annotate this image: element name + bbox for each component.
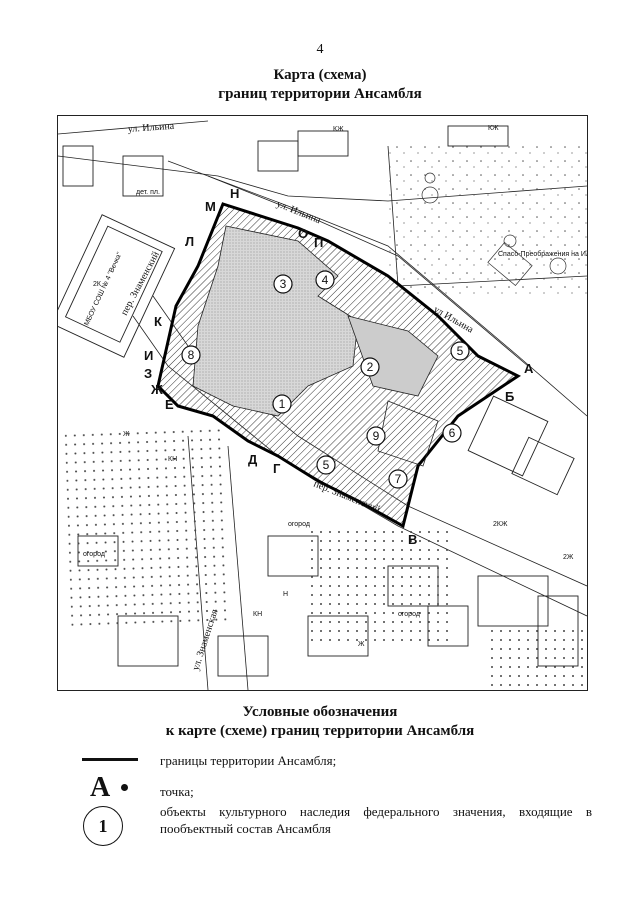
garden-label-1: огород [83, 551, 105, 558]
object-marker-3[interactable]: 3 [273, 274, 293, 294]
title-line-1: Карта (схема) [273, 67, 367, 83]
park-trees [421, 172, 567, 287]
object-number-1: 1 [279, 397, 286, 411]
legend-point-text: точка; [160, 784, 194, 799]
two-zh-label: 2Ж [563, 554, 574, 561]
point-e[interactable]: Е [165, 397, 174, 412]
object-marker-9[interactable]: 9 [366, 426, 386, 446]
kzh-label-1: КЖ [488, 125, 499, 132]
two-kzh-label: 2КЖ [493, 521, 508, 528]
point-v[interactable]: В [408, 532, 417, 547]
school-label: МБОУ СОШ № 4 "Вечка" [83, 251, 123, 327]
legend-object-symbol: 1 [83, 806, 123, 846]
legend-boundary-text: границы территории Ансамбля; [160, 753, 337, 768]
object-marker-6[interactable]: 6 [442, 423, 462, 443]
street-label-ilinsky-left: ул. Ильина [127, 121, 175, 135]
point-p[interactable]: П [314, 235, 323, 250]
object-marker-8[interactable]: 8 [181, 345, 201, 365]
garden-label-2: огород [288, 521, 310, 528]
legend-point-symbol: А [90, 772, 111, 803]
legend-title-line-1: Условные обозначения [242, 704, 398, 720]
object-marker-5a[interactable]: 5 [450, 341, 470, 361]
object-marker-5b[interactable]: 5 [316, 455, 336, 475]
object-number-5b: 5 [323, 458, 330, 472]
kn-label-2: КН [253, 611, 262, 618]
two-k-label: 2К [93, 281, 102, 288]
ensemble-buildings [192, 225, 359, 417]
object-marker-4[interactable]: 4 [315, 270, 335, 290]
street-label-znamensky-lane-left: пер. Знаменский [119, 249, 162, 317]
legend-title-line-2: к карте (схеме) границ территории Ансамб… [165, 723, 475, 739]
object-number-4: 4 [322, 273, 329, 287]
garden-area-1 [64, 423, 232, 629]
point-g[interactable]: Г [273, 461, 281, 476]
zh-label-1: Ж [123, 431, 130, 438]
point-b[interactable]: Б [505, 389, 514, 404]
title-line-2: границ территории Ансамбля [218, 86, 422, 102]
point-m[interactable]: М [205, 199, 216, 214]
point-i[interactable]: И [144, 348, 153, 363]
point-o[interactable]: О [298, 226, 308, 241]
garden-label-3: огород [398, 611, 420, 618]
object-number-8: 8 [188, 348, 195, 362]
det-label: дет. пл. [136, 189, 160, 196]
church-label: Спасо-Преображения на Ильинке [498, 250, 587, 258]
legend-object-text: объекты культурного наследия федеральног… [160, 804, 592, 836]
page-number: 4 [316, 42, 324, 57]
object-number-9: 9 [373, 429, 380, 443]
point-z[interactable]: З [144, 366, 152, 381]
object-marker-1[interactable]: 1 [272, 394, 292, 414]
map-canvas: ул. Ильина ул. Ильина ул Ильина пер. Зна… [58, 120, 587, 690]
zh-label-2: Ж [358, 641, 365, 648]
legend-point-dot [121, 784, 128, 791]
object-marker-2[interactable]: 2 [360, 357, 380, 377]
point-d[interactable]: Д [248, 452, 258, 467]
park-area [388, 146, 587, 296]
n-label: Н [283, 591, 288, 598]
garden-area-2 [308, 526, 448, 646]
legend-boundary-line [82, 758, 138, 761]
object-marker-7[interactable]: 7 [388, 469, 408, 489]
point-a[interactable]: А [524, 361, 534, 376]
garden-area-3 [488, 626, 587, 690]
point-l[interactable]: Л [185, 234, 194, 249]
point-k[interactable]: К [154, 314, 162, 329]
object-number-5a: 5 [457, 344, 464, 358]
object-number-7: 7 [395, 472, 402, 486]
kn-label-1: КН [168, 456, 177, 463]
point-zh[interactable]: Ж [150, 382, 163, 397]
page-title: Карта (схема) границ территории Ансамбля [0, 66, 640, 104]
legend-title: Условные обозначения к карте (схеме) гра… [0, 703, 640, 741]
point-n[interactable]: Н [230, 186, 239, 201]
object-number-3: 3 [280, 277, 287, 291]
kzh-label-2: КЖ [333, 126, 344, 133]
object-number-6: 6 [449, 426, 456, 440]
map[interactable]: ул. Ильина ул. Ильина ул Ильина пер. Зна… [57, 115, 588, 691]
object-number-2: 2 [367, 360, 374, 374]
